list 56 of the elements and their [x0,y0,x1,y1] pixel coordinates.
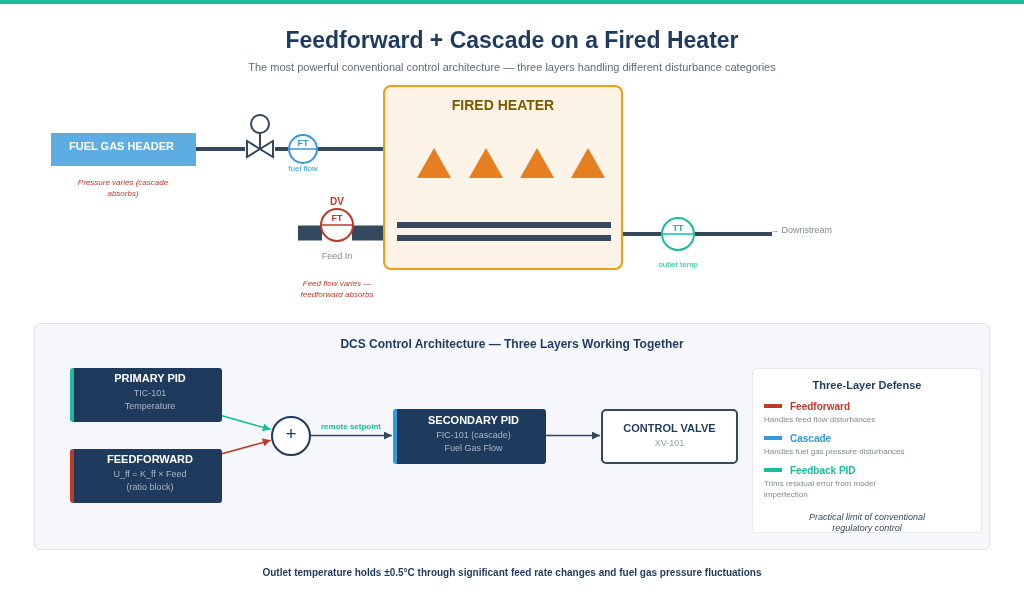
instrument-tag: FT [297,138,309,148]
caption-text: fuel flow [288,163,318,173]
controller-box [70,449,222,503]
heater-box [383,85,623,270]
box-subtitle: TIC-101 [133,388,167,398]
signal-arrow [220,414,272,432]
section-panel [34,323,990,550]
instrument-tag: TT [672,223,684,233]
controller-box [70,368,222,422]
legend-title: Three-Layer Defense [812,379,922,391]
equipment-title: FIRED HEATER [451,97,555,113]
box-subtitle: (ratio block) [126,482,174,492]
controller-box [393,409,546,464]
note-text: Handles fuel gas pressure disturbances [764,445,905,457]
section-title: DCS Control Architecture — Three Layers Working Together [340,337,684,351]
box-title: FEEDFORWARD [107,453,193,465]
header-title: FUEL GAS HEADER [69,139,174,152]
header-box [51,133,196,166]
box-subtitle: U_ff = K_ff × Feed [113,469,187,479]
box-subtitle: FIC-101 (cascade) [436,429,511,440]
control-valve-symbol [245,113,275,160]
subtitle: The most powerful conventional control architecture — three layers handling different disturbance categories [248,61,776,73]
pipe-line [298,225,322,241]
box-title: PRIMARY PID [114,372,186,384]
valve-box [601,409,738,464]
caption-text: Feed In [321,251,353,261]
note-text: Handles feed flow disturbances [764,413,876,425]
legend-label: Feedforward [790,400,850,412]
caption-text: outlet temp [658,259,698,269]
signal-arrow [309,431,393,440]
instrument-tag: FT [331,213,343,223]
note-text: Trims residual error from model imperfection [764,478,877,500]
diagram-title: Feedforward + Cascade on a Fired Heater [285,26,739,54]
box-title: SECONDARY PID [427,413,520,426]
note-text: Pressure varies (cascade absorbs) [76,177,170,199]
edge-label: remote setpoint [320,421,382,430]
box-title: CONTROL VALVE [623,422,716,434]
note-text: Feed flow varies — feedforward absorbs [299,278,375,300]
variable-tag: DV [330,195,344,207]
legend-card [752,368,982,533]
instrument-bubble [319,194,355,242]
summing-junction [271,416,311,456]
legend-label: Cascade [790,432,832,444]
signal-arrow [544,431,601,440]
instrument-bubble [661,217,695,251]
plus-sign: + [285,423,297,445]
flow-label: → Downstream [770,225,832,235]
instrument-bubble [288,134,318,164]
legend-label: Feedback PID [790,464,856,476]
box-subtitle: Fuel Gas Flow [444,442,503,453]
caption: Outlet temperature holds ±0.5°C through significant feed rate changes and fuel gas pressure fluctuations [262,566,762,578]
box-subtitle: XV-101 [654,438,685,448]
note-text: Practical limit of conventional regulatory control [807,512,927,534]
box-subtitle: Temperature [124,401,176,411]
pipe-line [352,225,383,241]
signal-arrow [220,438,272,455]
